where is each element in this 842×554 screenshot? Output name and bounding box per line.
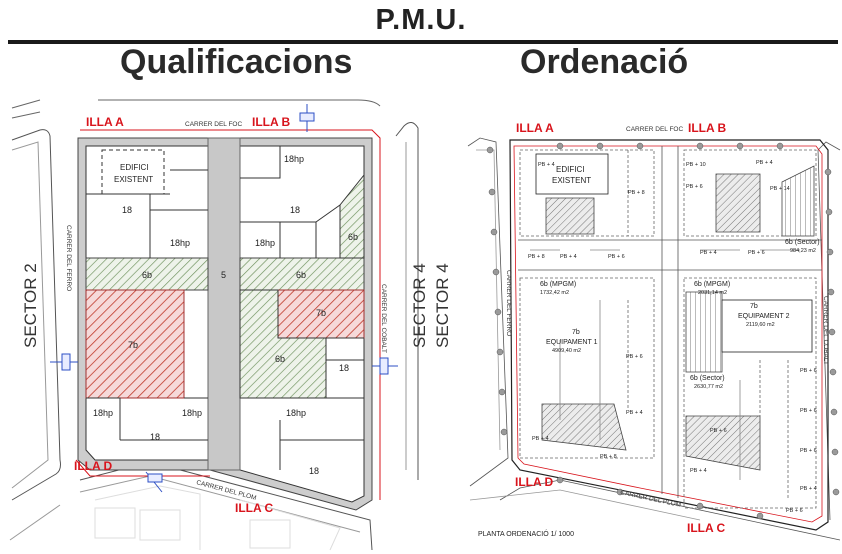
left-existing-2: EXISTENT	[114, 175, 153, 184]
eq1-label: EQUIPAMENT 1	[546, 339, 598, 346]
zone-sector-low-area: 2630,77 m2	[694, 384, 723, 390]
left-existing-1: EDIFICI	[120, 163, 148, 172]
right-illa-a: ILLA A	[516, 121, 554, 135]
floors-label: PB + 4	[538, 162, 555, 168]
left-street-ferro: CARRER DEL FERRO	[65, 225, 72, 291]
zone-18: 18	[339, 363, 349, 373]
left-sector-4: SECTOR 4	[410, 263, 429, 348]
right-illa-b: ILLA B	[688, 121, 727, 135]
zone-6b: 6b	[296, 270, 306, 280]
zone-6b: 6b	[275, 354, 285, 364]
left-illa-b: ILLA B	[252, 115, 291, 129]
floors-label: PB + 10	[686, 162, 706, 168]
right-plan	[467, 137, 841, 541]
floors-label: PB + 6	[800, 448, 817, 454]
zone-7b: 7b	[316, 308, 326, 318]
right-existing-2: EXISTENT	[552, 176, 591, 185]
left-street-foc: CARRER DEL FOC	[185, 121, 242, 128]
eq2-label: EQUIPAMENT 2	[738, 313, 790, 320]
floors-label: PB + 8	[628, 190, 645, 196]
floors-label: PB + 4	[560, 254, 577, 260]
floors-label: PB + 6	[800, 408, 817, 414]
floors-label: PB + 6	[608, 254, 625, 260]
zone-5: 5	[221, 270, 226, 280]
zone-mpgm-left-area: 1732,42 m2	[540, 290, 569, 296]
eq2-area: 2119,60 m2	[746, 322, 775, 328]
floors-label: PB + 4	[532, 436, 549, 442]
floors-label: PB + 8	[600, 454, 617, 460]
zone-18hp: 18hp	[93, 408, 113, 418]
plan-caption: PLANTA ORDENACIÓ 1/ 1000	[478, 529, 574, 538]
floors-label: PB + 6	[748, 250, 765, 256]
zone-18hp: 18hp	[170, 238, 190, 248]
zone-mpgm-right: 6b (MPGM)	[694, 281, 730, 288]
eq1-code: 7b	[572, 329, 580, 336]
floors-label: PB + 4	[626, 410, 643, 416]
zone-18hp: 18hp	[182, 408, 202, 418]
left-sector-2: SECTOR 2	[21, 263, 40, 348]
left-illa-d: ILLA D	[74, 459, 113, 473]
zone-mpgm-right-area: 2031,14 m2	[698, 290, 727, 296]
floors-label: PB + 4	[700, 250, 717, 256]
zone-18: 18	[150, 432, 160, 442]
floors-label: PB + 6	[626, 354, 643, 360]
zone-7b: 7b	[128, 340, 138, 350]
zone-18: 18	[290, 205, 300, 215]
tree-symbols	[486, 142, 840, 520]
left-illa-c: ILLA C	[235, 501, 274, 515]
right-street-cobalt: CARRER DEL COBALT	[822, 296, 829, 365]
left-illa-a: ILLA A	[86, 115, 124, 129]
left-street-cobalt: CARRER DEL COBALT	[380, 284, 387, 353]
zone-sector-top-area: 984,23 m2	[790, 248, 816, 254]
floors-label: PB + 4	[800, 486, 817, 492]
floors-label: PB + 4	[690, 468, 707, 474]
zone-18: 18	[309, 466, 319, 476]
zone-18hp: 18hp	[286, 408, 306, 418]
zone-18hp: 18hp	[284, 154, 304, 164]
left-plan	[9, 99, 419, 551]
zone-sector-low: 6b (Sector)	[690, 375, 725, 382]
right-street-plom: CARRER DEL PLOM	[620, 489, 682, 509]
floors-label: PB + 6	[710, 428, 727, 434]
zone-18hp: 18hp	[255, 238, 275, 248]
floors-label: PB + 8	[528, 254, 545, 260]
eq1-area: 4909,40 m2	[552, 348, 581, 354]
right-sector-4: SECTOR 4	[433, 263, 452, 348]
right-illa-d: ILLA D	[515, 475, 554, 489]
floors-label: PB + 6	[786, 508, 803, 514]
zone-sector-top: 6b (Sector)	[785, 239, 820, 246]
right-existing-1: EDIFICI	[556, 165, 584, 174]
title-rule	[8, 40, 838, 44]
zone-6b: 6b	[142, 270, 152, 280]
floors-label: PB + 6	[686, 184, 703, 190]
floors-label: PB + 14	[770, 186, 790, 192]
right-street-foc: CARRER DEL FOC	[626, 126, 683, 133]
right-heading: Ordenació	[520, 43, 689, 81]
right-street-ferro: CARRER DEL FERRO	[505, 270, 512, 336]
floors-label: PB + 6	[800, 368, 817, 374]
eq2-code: 7b	[750, 303, 758, 310]
right-illa-c: ILLA C	[687, 521, 726, 535]
zone-6b: 6b	[348, 232, 358, 242]
zone-18: 18	[122, 205, 132, 215]
page-title: P.M.U.	[375, 4, 467, 36]
left-heading: Qualificacions	[120, 43, 353, 81]
floors-label: PB + 4	[756, 160, 773, 166]
zone-mpgm-left: 6b (MPGM)	[540, 281, 576, 288]
